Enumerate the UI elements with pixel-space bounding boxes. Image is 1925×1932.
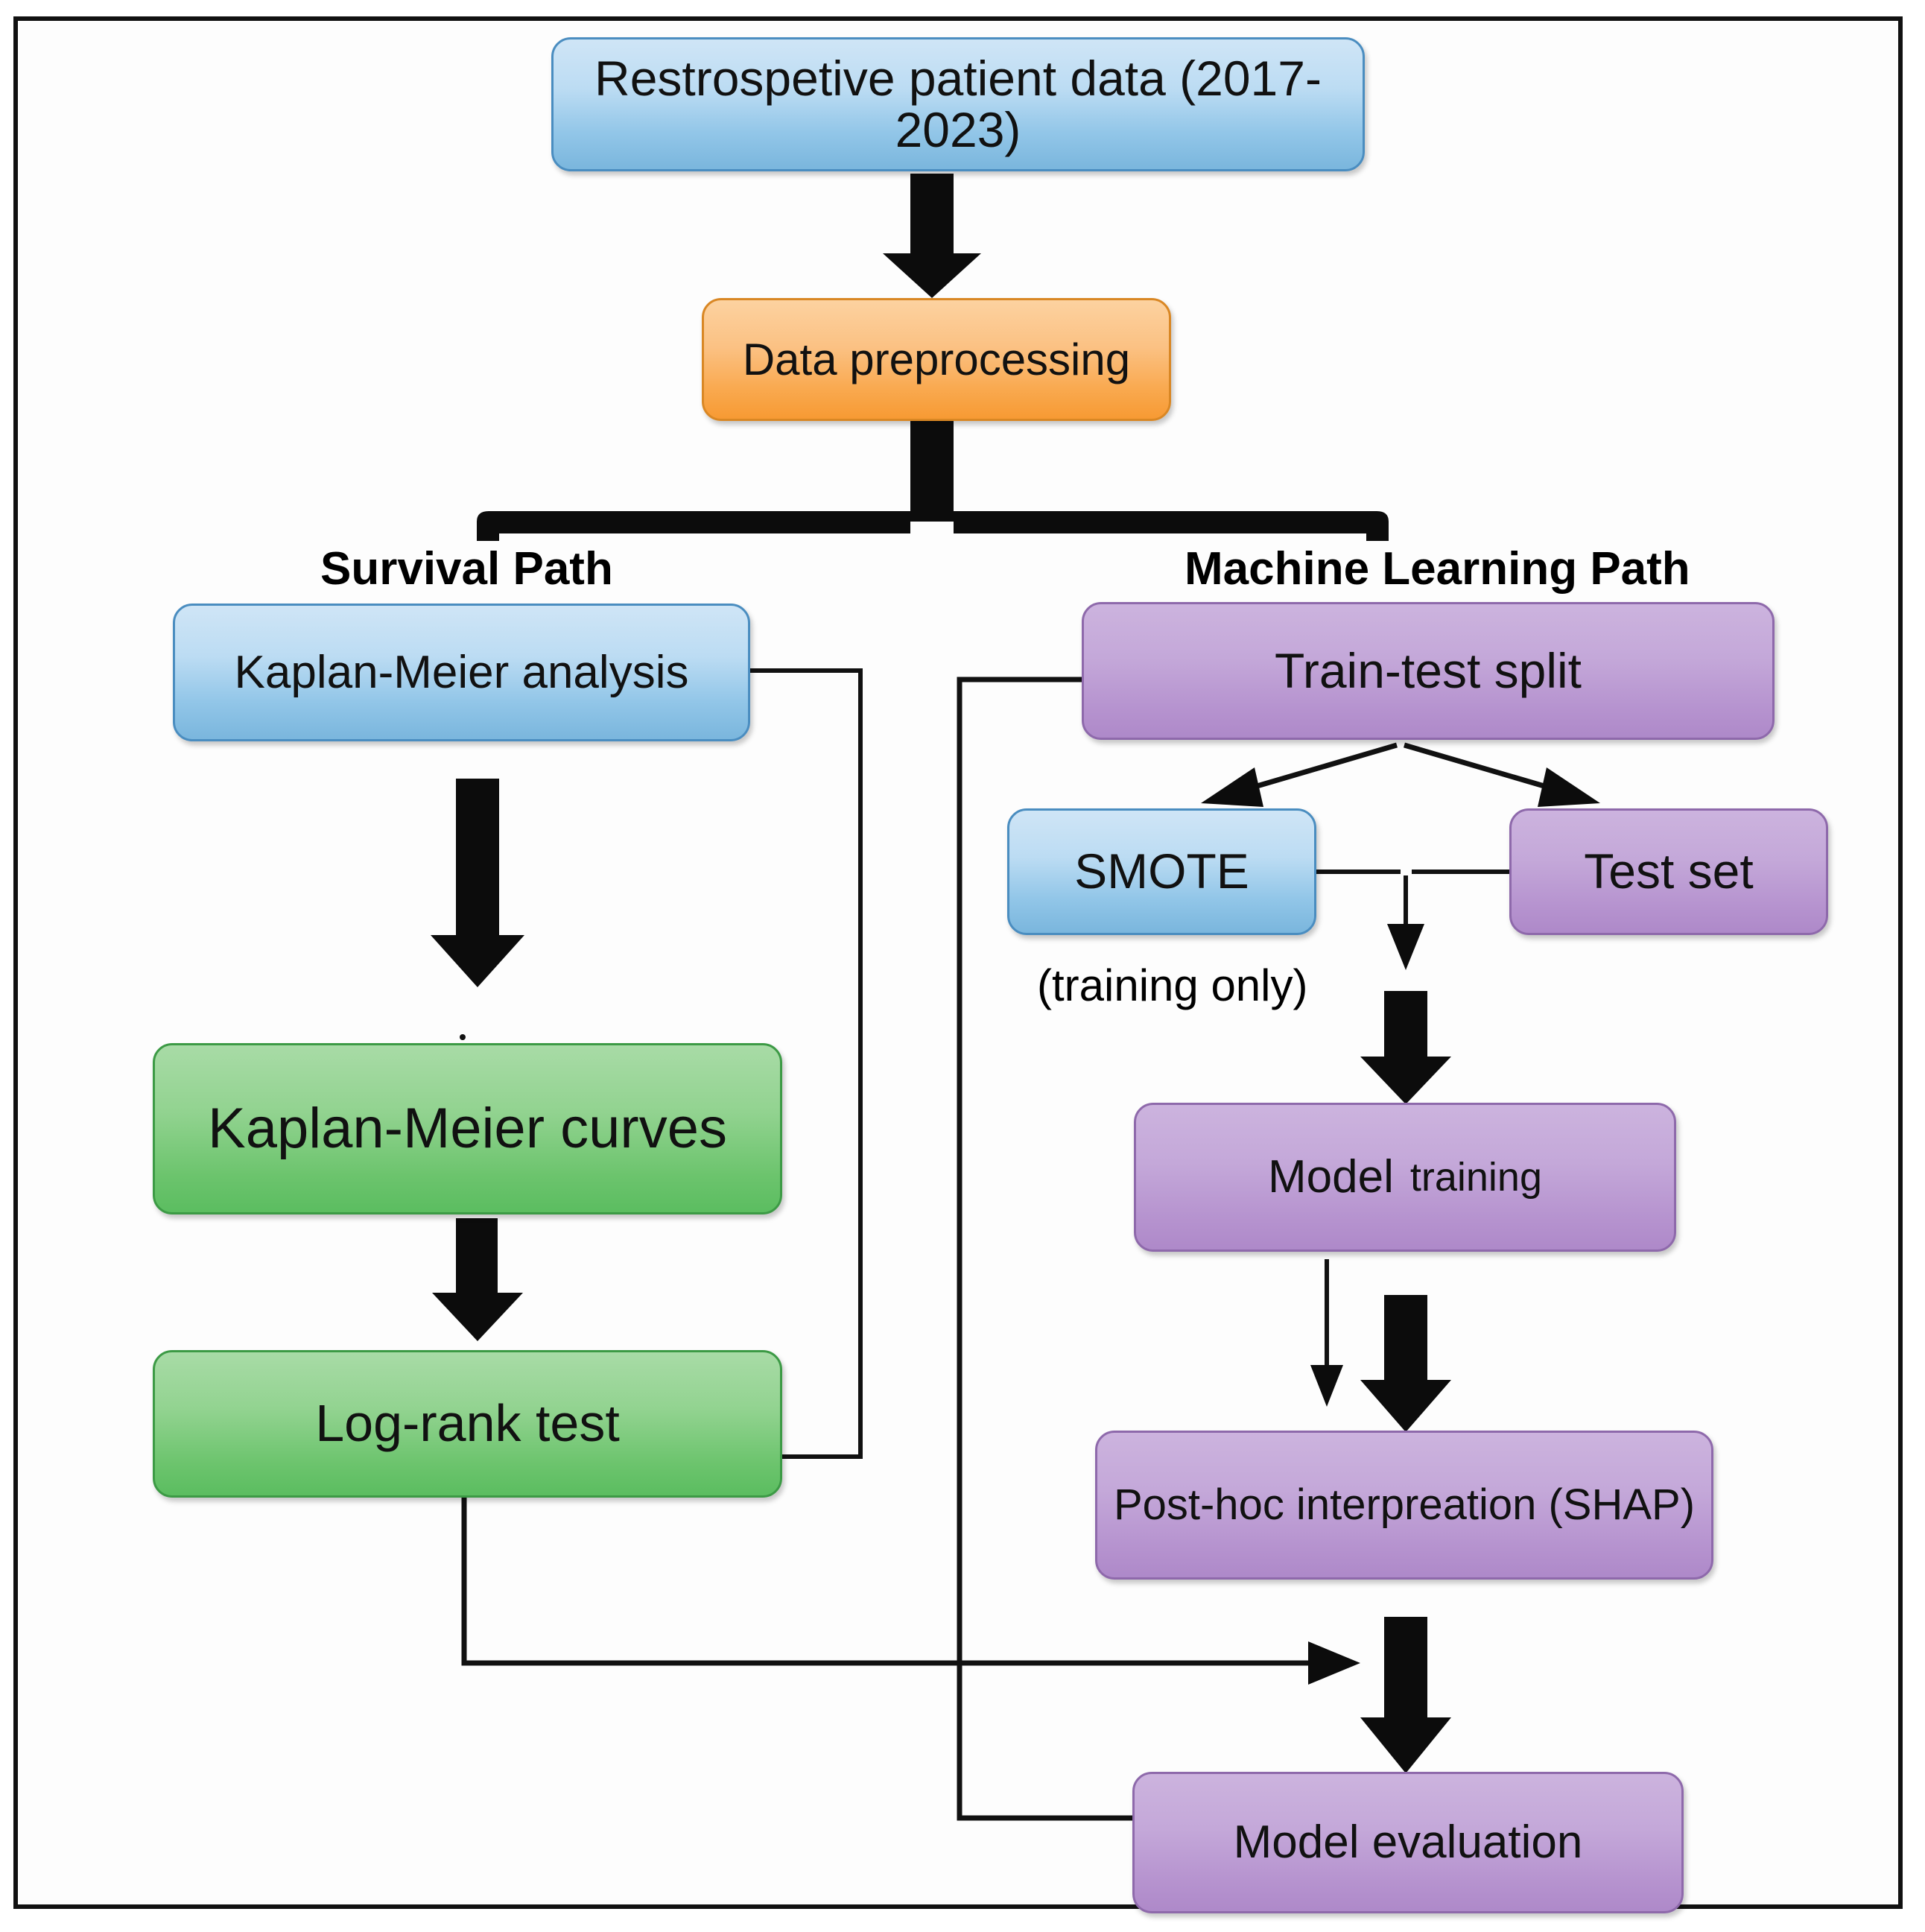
edge-split-to-smote xyxy=(1201,742,1398,807)
node-label-main: Model xyxy=(1268,1151,1394,1203)
node-kaplan-meier-analysis[interactable]: Kaplan-Meier analysis xyxy=(173,604,750,741)
node-label: Train-test split xyxy=(1275,642,1582,698)
edge-training-to-shap-thick xyxy=(1360,1295,1451,1432)
edge-shap-to-evaluation xyxy=(1360,1617,1451,1773)
edge-training-to-shap-thin xyxy=(1310,1259,1343,1407)
node-label: Log-rank test xyxy=(315,1394,620,1453)
edge-km-analysis-to-curves xyxy=(431,779,524,987)
node-label: Restrospetive patient data (2017-2023) xyxy=(594,50,1322,157)
node-label: Model evaluation xyxy=(1233,1817,1583,1869)
node-model-training[interactable]: Model training xyxy=(1134,1103,1676,1252)
stray-dot xyxy=(460,1034,466,1040)
node-smote[interactable]: SMOTE xyxy=(1007,808,1316,935)
node-train-test-split[interactable]: Train-test split xyxy=(1082,602,1775,740)
node-post-hoc-interpretation-shap[interactable]: Post-hoc interpreation (SHAP) xyxy=(1095,1431,1713,1580)
node-label: Data preprocessing xyxy=(742,335,1131,384)
edge-km-curves-to-logrank xyxy=(432,1218,523,1341)
path-label-machine-learning: Machine Learning Path xyxy=(1185,543,1690,595)
node-retrospective-patient-data[interactable]: Restrospetive patient data (2017-2023) xyxy=(551,37,1365,171)
node-label: SMOTE xyxy=(1074,843,1249,899)
node-log-rank-test[interactable]: Log-rank test xyxy=(153,1350,782,1498)
node-data-preprocessing[interactable]: Data preprocessing xyxy=(702,298,1171,421)
edge-preprocessing-split xyxy=(477,417,1389,541)
edge-smote-testset-merge xyxy=(1313,870,1512,1104)
node-label: Post-hoc interpreation (SHAP) xyxy=(1113,1480,1696,1529)
edge-data-to-preprocessing xyxy=(883,174,981,298)
edge-split-to-testset xyxy=(1404,742,1600,807)
smote-training-only-note: (training only) xyxy=(1037,960,1308,1010)
node-label: Kaplan-Meier curves xyxy=(208,1097,727,1161)
node-label: Test set xyxy=(1584,843,1754,899)
node-label: Kaplan-Meier analysis xyxy=(234,646,689,698)
node-model-evaluation[interactable]: Model evaluation xyxy=(1132,1772,1684,1913)
node-test-set[interactable]: Test set xyxy=(1509,808,1828,935)
path-label-survival: Survival Path xyxy=(320,543,613,595)
node-label-sub: training xyxy=(1409,1154,1542,1200)
node-kaplan-meier-curves[interactable]: Kaplan-Meier curves xyxy=(153,1043,782,1214)
